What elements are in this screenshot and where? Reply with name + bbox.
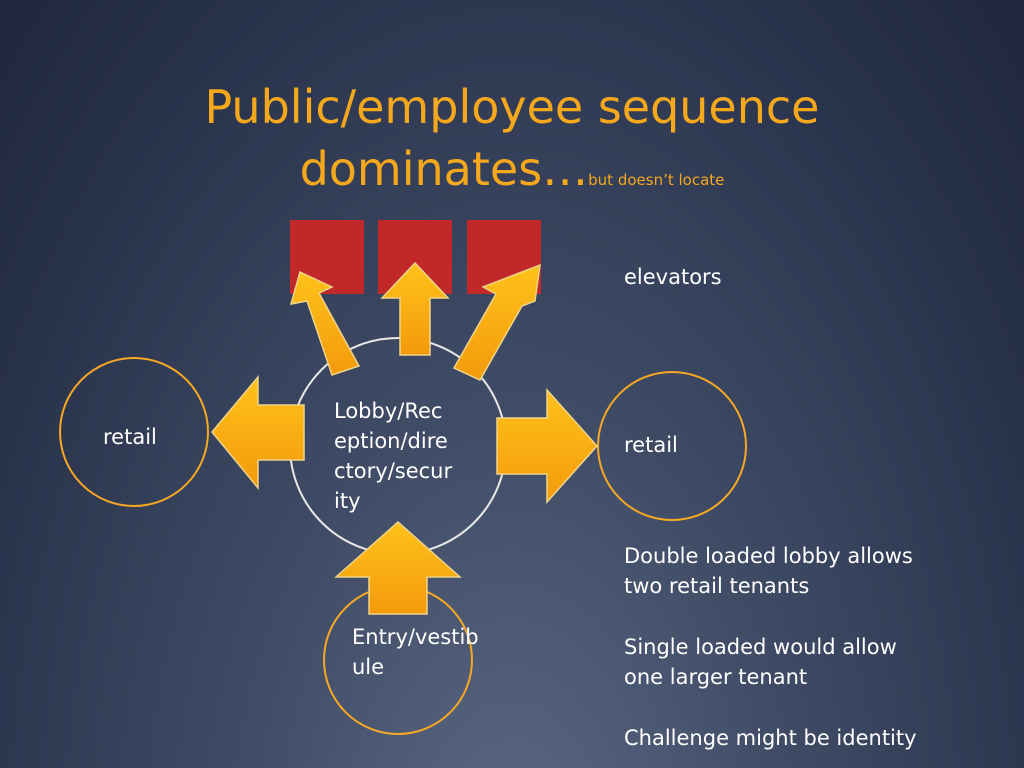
lobby-label: Lobby/Rec eption/dire ctory/secur ity [334,396,452,516]
lobby-label-line-2: eption/dire [334,429,448,453]
title-line-2: dominates… [299,142,589,196]
slide-title: Public/employee sequence [0,78,1024,136]
note-line-3: Single loaded would allow [624,635,897,659]
arrow-left [211,374,305,491]
retail-left-circle [59,357,209,507]
slide-title-line-2: dominates…but doesn’t locate [0,140,1024,209]
elevators-label: elevators [624,265,722,289]
notes: Double loaded lobby allows two retail te… [624,541,917,753]
arrow-up-right [452,263,541,381]
arrow-up-center [380,261,450,356]
retail-left-label: retail [103,425,157,449]
lobby-label-line-4: ity [334,489,361,513]
lobby-label-line-1: Lobby/Rec [334,399,443,423]
arrow-up-left [289,270,361,376]
retail-right-label: retail [624,433,678,457]
arrow-up-entry [334,520,462,615]
note-line-4: one larger tenant [624,665,808,689]
title-suffix: but doesn’t locate [588,171,725,189]
entry-label-line-2: ule [352,655,385,679]
note-line-1: Double loaded lobby allows [624,544,913,568]
entry-label: Entry/vestib ule [352,622,479,682]
lobby-label-line-3: ctory/secur [334,459,453,483]
entry-label-line-1: Entry/vestib [352,625,479,649]
title-line-1: Public/employee sequence [204,80,820,134]
note-line-2: two retail tenants [624,574,810,598]
arrow-right [496,388,599,504]
note-line-5: Challenge might be identity [624,726,917,750]
